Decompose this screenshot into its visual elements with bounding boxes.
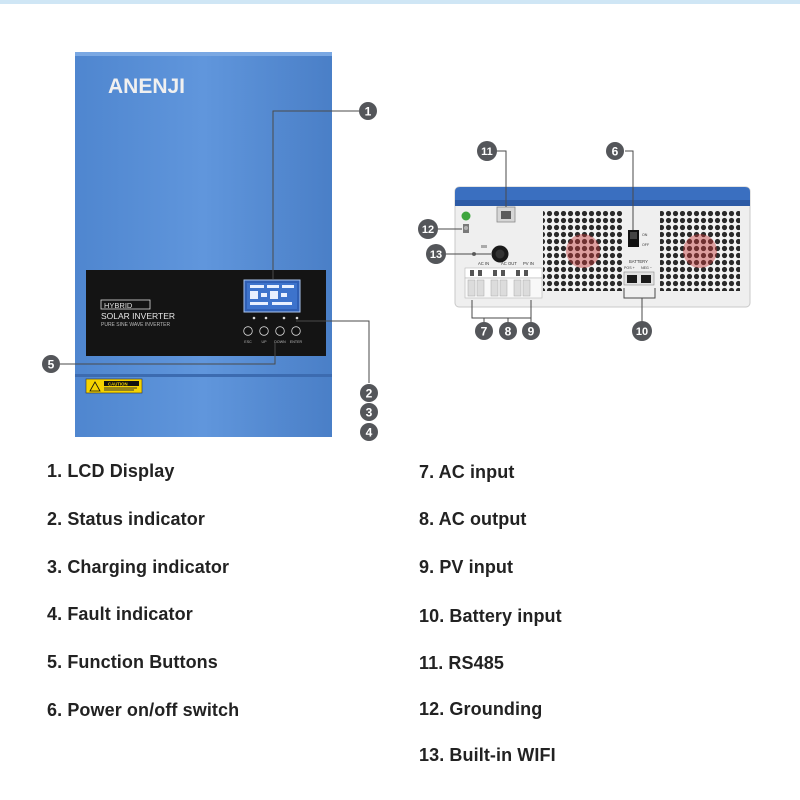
- front-leader-lines: [60, 110, 370, 383]
- callout-8: [499, 322, 517, 340]
- ac-in-label: AC IN: [478, 261, 489, 266]
- legend-item-power-switch: 6. Power on/off switch: [47, 700, 240, 720]
- up-button[interactable]: [259, 326, 269, 336]
- callout-8-label: 8: [505, 325, 512, 339]
- enter-button[interactable]: [291, 326, 301, 336]
- legend-item-lcd-display: 1. LCD Display: [47, 461, 175, 481]
- callout-13: [426, 244, 446, 264]
- left-fan-grille: [543, 211, 623, 291]
- product-label: SOLAR INVERTER: [101, 311, 175, 321]
- callout-11-label: 11: [481, 146, 493, 158]
- brand-logo: ANENJI: [108, 75, 185, 98]
- callout-2-label: 2: [366, 387, 373, 401]
- rear-leader-lines: [438, 150, 656, 322]
- legend-item-pv-input: 9. PV input: [419, 557, 514, 577]
- pv-in-label: PV IN: [523, 261, 534, 266]
- hybrid-label: HYBRID: [104, 301, 133, 310]
- callout-12-label: 12: [422, 224, 434, 236]
- legend-item-fault-indicator: 4. Fault indicator: [47, 604, 193, 624]
- warning-icon: [89, 381, 101, 392]
- battery-neg-label: NEG −: [641, 266, 652, 270]
- legend-item-status-indicator: 2. Status indicator: [47, 509, 205, 529]
- battery-terminals: BATTERY POS + NEG −: [623, 259, 655, 286]
- function-buttons: ESC UP DOWN ENTER: [243, 326, 303, 344]
- enter-label: ENTER: [290, 340, 303, 344]
- down-button[interactable]: [275, 326, 285, 336]
- battery-label: BATTERY: [629, 259, 648, 264]
- callout-4-label: 4: [366, 426, 373, 440]
- wifi-antenna: [472, 245, 509, 263]
- grounding-terminal: [461, 211, 471, 233]
- battery-pos-label: POS +: [624, 266, 635, 270]
- product-diagram: ANENJI HYBRID SOLAR INVERTER PURE SINE W…: [42, 52, 751, 441]
- callout-6: [606, 142, 624, 160]
- callout-7-label: 7: [481, 325, 488, 339]
- rear-inverter: AC IN AC OUT PV IN ON OFF: [454, 186, 751, 308]
- right-fan-grille: [660, 211, 740, 291]
- ac-out-label: AC OUT: [501, 261, 517, 266]
- switch-off-label: OFF: [642, 243, 650, 247]
- callout-5-label: 5: [48, 358, 55, 372]
- callout-10: [632, 321, 652, 341]
- callout-badges: 1 2 3 4 5 6 7 8 9 10 11 12 13: [42, 102, 652, 441]
- rs485-port: [496, 206, 516, 223]
- switch-on-label: ON: [642, 233, 648, 237]
- callout-4: [360, 423, 378, 441]
- legend-item-battery-input: 10. Battery input: [419, 606, 562, 626]
- legend-item-built-in-wifi: 13. Built-in WIFI: [419, 745, 556, 765]
- callout-12: [418, 219, 438, 239]
- callout-11: [477, 141, 497, 161]
- up-label: UP: [262, 340, 268, 344]
- callout-7: [475, 322, 493, 340]
- legend-item-function-buttons: 5. Function Buttons: [47, 652, 218, 672]
- legend-item-charging-indicator: 3. Charging indicator: [47, 557, 230, 577]
- callout-3: [360, 403, 378, 421]
- legend-item-grounding: 12. Grounding: [419, 699, 543, 719]
- front-housing: [75, 52, 332, 437]
- legend-item-ac-input: 7. AC input: [419, 462, 515, 482]
- terminal-block: [464, 267, 543, 299]
- callout-6-label: 6: [612, 145, 619, 159]
- callout-13-label: 13: [430, 249, 442, 261]
- callout-3-label: 3: [366, 406, 373, 420]
- caution-label: CAUTION: [108, 381, 128, 386]
- esc-button[interactable]: [243, 326, 253, 336]
- lcd-display: [243, 279, 301, 313]
- callout-9-label: 9: [528, 325, 535, 339]
- callout-1: [359, 102, 377, 120]
- callout-5: [42, 355, 60, 373]
- legend-item-rs485: 11. RS485: [419, 653, 504, 673]
- status-indicator-leds: [252, 316, 299, 320]
- top-divider: [0, 0, 800, 4]
- callout-9: [522, 322, 540, 340]
- product-sublabel: PURE SINE WAVE INVERTER: [101, 322, 170, 328]
- power-switch: ON OFF: [628, 230, 650, 247]
- lower-seam: [75, 374, 332, 377]
- caution-sticker: CAUTION: [85, 378, 143, 394]
- esc-label: ESC: [244, 340, 252, 344]
- callout-2: [360, 384, 378, 402]
- front-inverter: ANENJI HYBRID SOLAR INVERTER PURE SINE W…: [75, 52, 332, 437]
- callout-1-label: 1: [365, 105, 372, 119]
- down-label: DOWN: [274, 340, 286, 344]
- legend-item-ac-output: 8. AC output: [419, 509, 527, 529]
- callout-10-label: 10: [636, 326, 648, 338]
